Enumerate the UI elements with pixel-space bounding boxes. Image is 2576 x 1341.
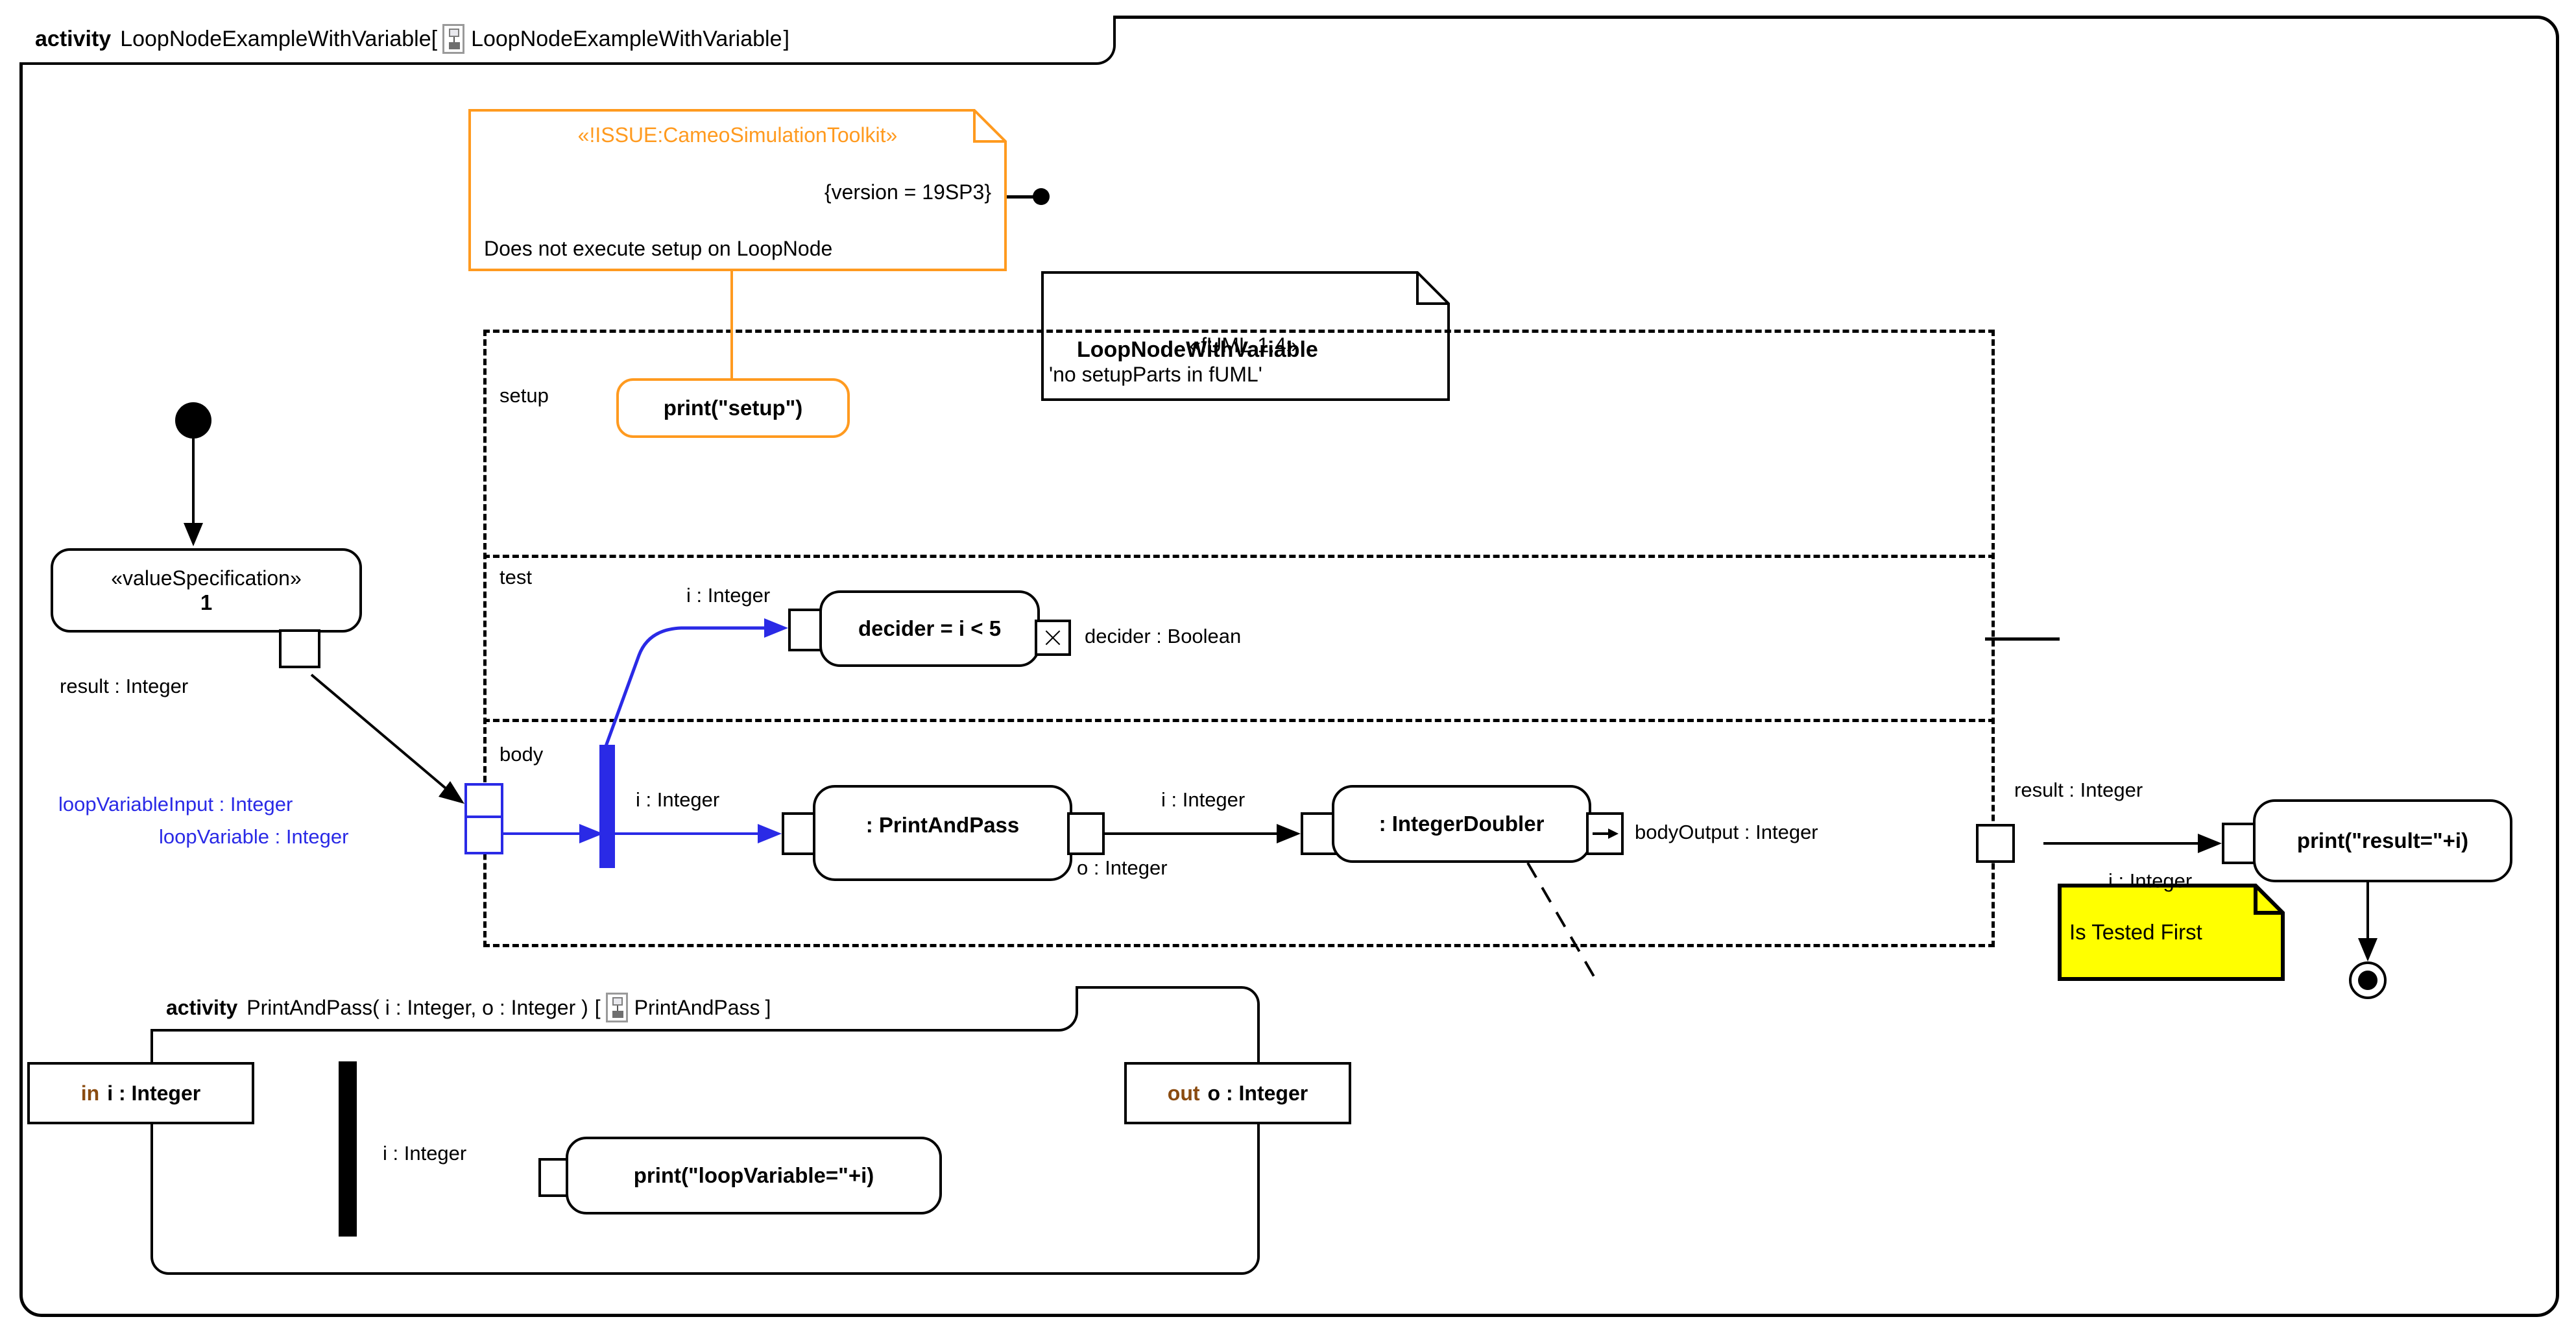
integer-doubler-output-label: bodyOutput : Integer — [1635, 821, 1818, 843]
loop-node-divider-body — [483, 719, 1995, 722]
note-anchor-line — [1007, 195, 1037, 199]
loop-node-section-label-setup: setup — [500, 384, 549, 407]
loop-variable-input-label: loopVariableInput : Integer — [58, 793, 293, 815]
sub-frame-name: PrintAndPass( i : Integer, o : Integer ) — [247, 995, 588, 1019]
print-and-pass-output-pin[interactable] — [1067, 812, 1105, 855]
out-parameter-direction: out — [1167, 1081, 1200, 1105]
sub-frame-bracket-open: [ — [594, 995, 601, 1019]
print-and-pass-label: : PrintAndPass — [865, 813, 1020, 837]
in-parameter-direction: in — [80, 1081, 100, 1105]
value-specification-stereotype: «valueSpecification» — [111, 566, 302, 590]
loop-variable-pin[interactable] — [464, 815, 503, 854]
decider-input-pin-label: i : Integer — [686, 584, 771, 607]
value-specification-result-pin[interactable] — [279, 629, 320, 668]
activity-diagram-icon — [442, 24, 465, 54]
decider-action[interactable]: decider = i < 5 — [819, 590, 1040, 667]
integer-doubler-action[interactable]: : IntegerDoubler — [1332, 785, 1591, 863]
decider-output-pin[interactable] — [1035, 620, 1071, 656]
sub-frame-bracket-close: ] — [765, 995, 771, 1019]
fuml-note-text: 'no setupParts in fUML' — [1049, 363, 1262, 386]
frame-icon-label: LoopNodeExampleWithVariable — [471, 26, 782, 51]
sub-frame-icon-label: PrintAndPass — [634, 995, 760, 1019]
result-print-action[interactable]: print("result="+i) — [2253, 799, 2512, 882]
result-print-input-pin[interactable] — [2222, 823, 2258, 864]
activity-final-node — [2349, 961, 2387, 999]
issue-note-tagged-value: {version = 19SP3} — [824, 180, 991, 204]
frame-bracket-open: [ — [431, 26, 438, 51]
fuml-note-stereotype: «fUML-1.4» — [1189, 333, 1298, 357]
value-specification-result-label: result : Integer — [60, 675, 189, 697]
decider-output-pin-label: decider : Boolean — [1085, 625, 1242, 647]
is-tested-first-note: Is Tested First — [2058, 884, 2285, 981]
sub-activity-fork-node[interactable] — [339, 1061, 357, 1237]
out-parameter-node[interactable]: out o : Integer — [1124, 1062, 1351, 1124]
frame-bracket-close: ] — [783, 26, 789, 51]
setup-print-action[interactable]: print("setup") — [616, 378, 850, 438]
print-loop-variable-action[interactable]: print("loopVariable="+i) — [566, 1137, 942, 1214]
loop-variable-label: loopVariable : Integer — [159, 825, 349, 848]
loop-node-title: LoopNodeWithVariable — [1077, 337, 1318, 362]
value-specification-value: 1 — [200, 590, 213, 614]
is-tested-first-text: Is Tested First — [2069, 920, 2202, 944]
loop-node-result-pin[interactable] — [1976, 824, 2015, 863]
in-parameter-node[interactable]: in i : Integer — [27, 1062, 254, 1124]
initial-node — [175, 402, 211, 439]
loop-node-result-label: result : Integer — [2014, 779, 2143, 801]
integer-doubler-input-label: i : Integer — [1161, 788, 1246, 811]
issue-note-text: Does not execute setup on LoopNode — [484, 237, 833, 260]
body-fork-node[interactable] — [599, 745, 615, 868]
sub-activity-frame-header: activity PrintAndPass( i : Integer, o : … — [150, 986, 1078, 1032]
print-and-pass-output-label: o : Integer — [1077, 856, 1168, 879]
outer-frame-header: activity LoopNodeExampleWithVariable [ L… — [19, 16, 1116, 65]
print-and-pass-input-label: i : Integer — [636, 788, 720, 811]
print-and-pass-action[interactable]: : PrintAndPass — [813, 785, 1072, 881]
result-print-input-label: i : Integer — [2108, 869, 2193, 892]
out-parameter-name: o : Integer — [1207, 1081, 1308, 1105]
issue-note-stereotype: «!ISSUE:CameoSimulationToolkit» — [577, 123, 898, 147]
sub-activity-edge-label: i : Integer — [383, 1142, 467, 1165]
fuml-note: «fUML-1.4» 'no setupParts in fUML' — [1041, 271, 1450, 401]
issue-note: «!ISSUE:CameoSimulationToolkit» {version… — [468, 109, 1007, 271]
issue-note-connector — [730, 271, 733, 379]
frame-name: LoopNodeExampleWithVariable — [120, 26, 431, 51]
value-specification-action[interactable]: «valueSpecification» 1 — [51, 548, 362, 633]
sub-activity-frame — [150, 986, 1260, 1275]
sub-frame-keyword: activity — [166, 995, 238, 1019]
activity-diagram-icon — [605, 993, 628, 1022]
loop-node-section-label-test: test — [500, 566, 532, 588]
loop-node-section-label-body: body — [500, 743, 544, 766]
in-parameter-name: i : Integer — [107, 1081, 201, 1105]
loop-node-divider-test — [483, 555, 1995, 558]
frame-keyword: activity — [35, 26, 112, 51]
integer-doubler-output-pin[interactable] — [1586, 812, 1624, 855]
